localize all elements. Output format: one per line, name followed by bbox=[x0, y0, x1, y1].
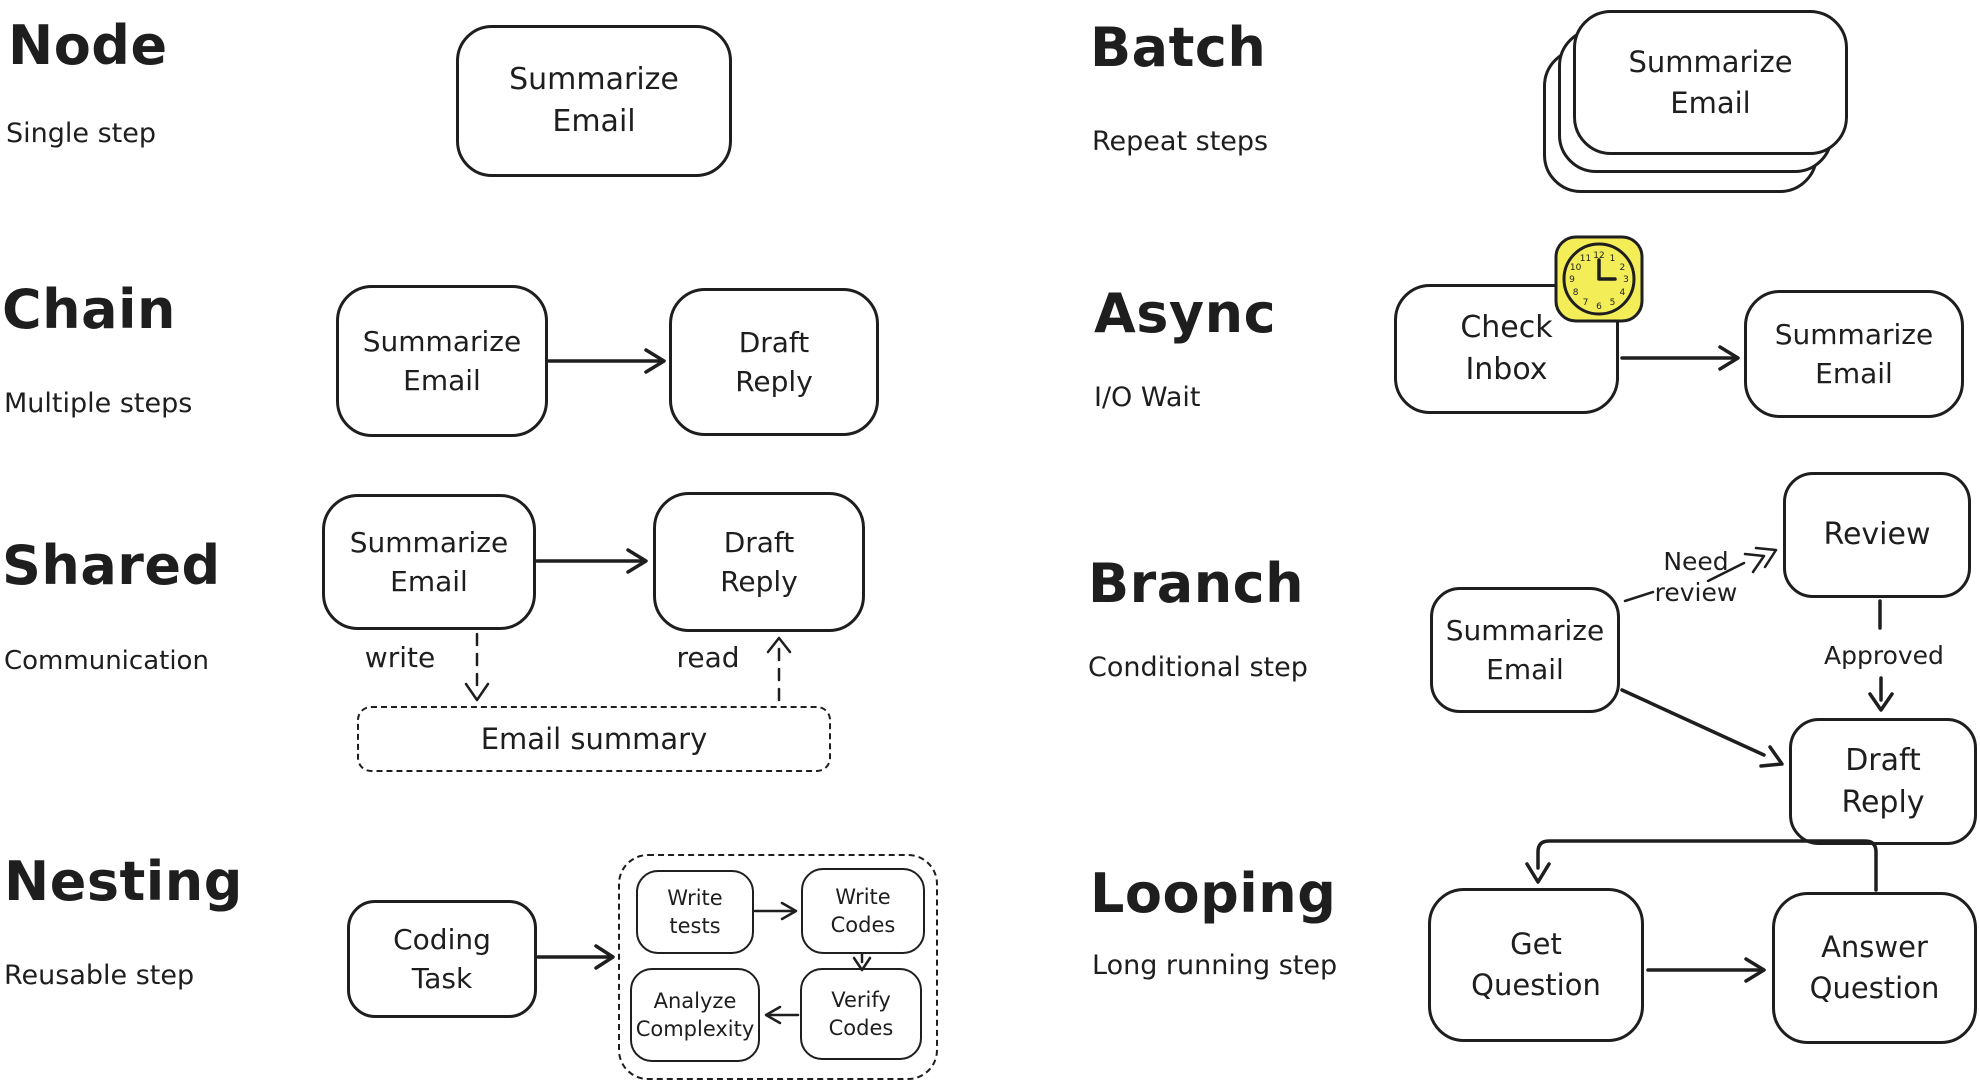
nesting-coding-task-box: Coding Task bbox=[347, 900, 537, 1018]
shared-arrow bbox=[535, 548, 648, 574]
nesting-write-codes-box: Write Codes bbox=[801, 868, 925, 954]
chain-subtitle: Multiple steps bbox=[4, 388, 193, 419]
branch-review-box: Review bbox=[1783, 472, 1971, 598]
shared-write-arrow bbox=[464, 632, 490, 702]
shared-title: Shared bbox=[2, 534, 221, 597]
looping-subtitle: Long running step bbox=[1092, 950, 1338, 981]
chain-draft-reply-box: Draft Reply bbox=[669, 288, 879, 436]
batch-summarize-email-box: Summarize Email bbox=[1573, 10, 1848, 155]
async-subtitle: I/O Wait bbox=[1094, 382, 1201, 413]
async-title: Async bbox=[1094, 282, 1277, 345]
branch-title: Branch bbox=[1088, 552, 1305, 615]
clock-face bbox=[1562, 242, 1636, 316]
clock-hands bbox=[1597, 258, 1617, 281]
nesting-write-tests-box: Write tests bbox=[636, 870, 754, 954]
clock-icon: 12 1 2 3 4 5 6 7 8 9 10 11 bbox=[1554, 235, 1644, 323]
node-subtitle: Single step bbox=[6, 118, 156, 149]
clock-number: 7 bbox=[1583, 298, 1589, 308]
nesting-title: Nesting bbox=[4, 850, 243, 913]
clock-number: 6 bbox=[1596, 302, 1602, 312]
clock-number: 1 bbox=[1610, 254, 1616, 264]
shared-draft-reply-box: Draft Reply bbox=[653, 492, 865, 632]
clock-numbers: 12 1 2 3 4 5 6 7 8 9 10 11 bbox=[1569, 251, 1629, 312]
branch-direct-arrow bbox=[1620, 688, 1784, 768]
clock-number: 10 bbox=[1570, 263, 1582, 273]
shared-write-label: write bbox=[364, 641, 436, 674]
branch-draft-reply-box: Draft Reply bbox=[1789, 718, 1977, 845]
node-title: Node bbox=[8, 14, 168, 77]
clock-number: 8 bbox=[1573, 288, 1579, 298]
chain-summarize-email-box: Summarize Email bbox=[336, 285, 548, 437]
batch-title: Batch bbox=[1090, 16, 1267, 79]
clock-number: 2 bbox=[1620, 263, 1626, 273]
shared-subtitle: Communication bbox=[4, 646, 209, 676]
looping-loopback-arrow bbox=[1525, 839, 1878, 892]
nesting-flow-container bbox=[618, 854, 938, 1080]
nesting-verify-codes-box: Verify Codes bbox=[800, 968, 922, 1060]
looping-title: Looping bbox=[1090, 862, 1337, 925]
looping-arrow bbox=[1646, 957, 1766, 983]
branch-subtitle: Conditional step bbox=[1088, 652, 1308, 683]
clock-number: 12 bbox=[1593, 251, 1604, 261]
nesting-subtitle: Reusable step bbox=[4, 960, 195, 991]
branch-summarize-email-box: Summarize Email bbox=[1430, 587, 1620, 713]
shared-read-label: read bbox=[676, 641, 740, 674]
shared-summarize-email-box: Summarize Email bbox=[322, 494, 536, 630]
nesting-analyze-complexity-box: Analyze Complexity bbox=[630, 968, 760, 1062]
looping-get-question-box: Get Question bbox=[1428, 888, 1644, 1042]
chain-arrow bbox=[547, 348, 666, 374]
nesting-arrow bbox=[536, 944, 615, 970]
looping-answer-question-box: Answer Question bbox=[1772, 892, 1977, 1044]
clock-number: 11 bbox=[1580, 254, 1591, 264]
shared-read-arrow bbox=[766, 636, 792, 702]
clock-number: 9 bbox=[1569, 275, 1575, 285]
node-summarize-email-box: Summarize Email bbox=[456, 25, 732, 177]
clock-number: 5 bbox=[1610, 298, 1616, 308]
branch-need-review-label: Need review bbox=[1654, 547, 1738, 608]
clock-number: 3 bbox=[1623, 275, 1629, 285]
chain-title: Chain bbox=[2, 278, 176, 341]
clock-number: 4 bbox=[1620, 288, 1626, 298]
async-summarize-email-box: Summarize Email bbox=[1744, 290, 1964, 418]
async-arrow bbox=[1620, 345, 1740, 371]
shared-email-summary-store: Email summary bbox=[357, 706, 831, 772]
branch-approved-label: Approved bbox=[1824, 641, 1944, 670]
batch-subtitle: Repeat steps bbox=[1092, 126, 1269, 157]
